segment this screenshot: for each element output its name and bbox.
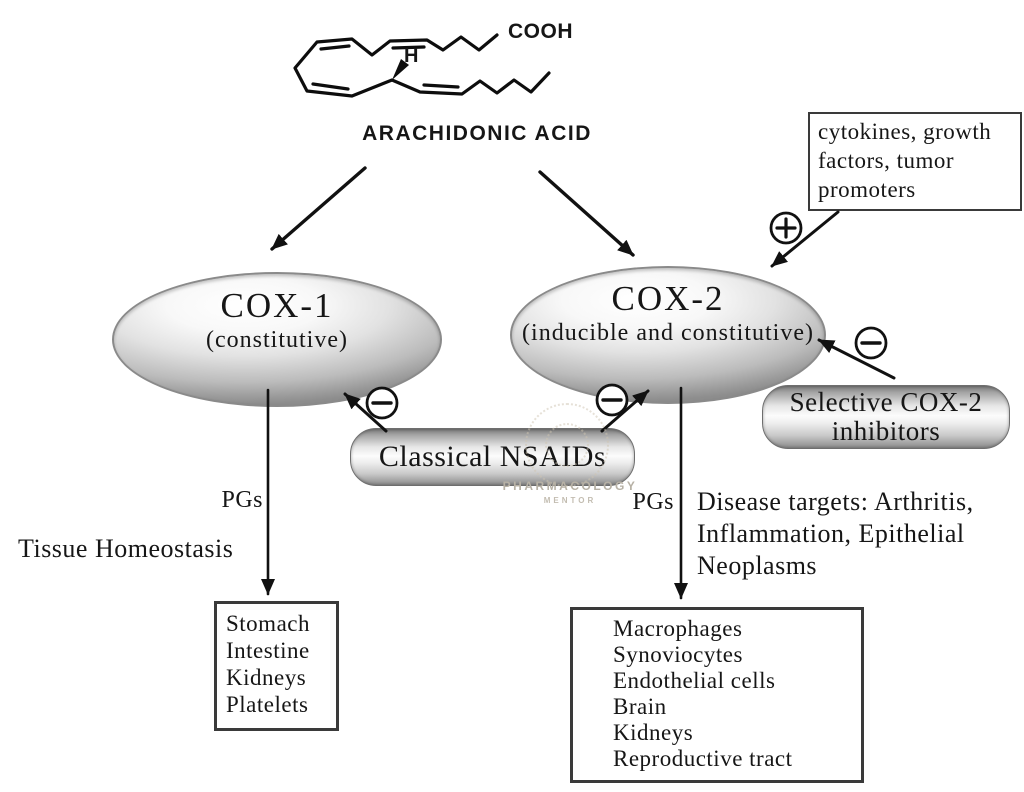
list-item: Intestine	[226, 638, 310, 663]
disease-targets-label: Disease targets: Arthritis, Inflammation…	[697, 486, 1023, 582]
arachidonic-acid-structure	[293, 33, 551, 98]
cox1-subtitle: (constitutive)	[206, 327, 348, 353]
cytokines-box-line: cytokines, growth	[818, 119, 992, 144]
stereo-wedge-bond	[392, 59, 409, 80]
cox1-ellipse: COX-1 (constitutive)	[112, 272, 442, 407]
list-item: Brain	[613, 694, 667, 719]
minus-circle-icon-nsaids-right	[595, 383, 629, 417]
disease-target-box: Macrophages Synoviocytes Endothelial cel…	[570, 607, 864, 783]
list-item: Reproductive tract	[613, 746, 793, 771]
disease-targets-line: Disease targets: Arthritis,	[697, 487, 974, 516]
arrow-nsaids-to-cox2	[600, 389, 650, 433]
tissue-homeostasis-label: Tissue Homeostasis	[18, 534, 234, 563]
disease-targets-line: Neoplasms	[697, 551, 818, 580]
arachidonic-acid-title: ARACHIDONIC ACID	[362, 122, 592, 145]
arrow-nsaids-to-cox1	[343, 392, 388, 433]
arrow-selective-to-cox2	[817, 338, 896, 380]
disease-targets-line: Inflammation, Epithelial	[697, 519, 965, 548]
list-item: Synoviocytes	[613, 642, 743, 667]
cox2-title: COX-2	[611, 279, 725, 318]
cox2-subtitle: (inducible and constitutive)	[522, 320, 814, 346]
minus-circle-icon-selective	[854, 326, 888, 360]
list-item: Kidneys	[226, 665, 307, 690]
plus-circle-icon	[769, 211, 803, 245]
list-item: Platelets	[226, 692, 309, 717]
cox1-title: COX-1	[220, 286, 334, 325]
pgs-left-label: PGs	[221, 487, 263, 513]
list-item: Kidneys	[613, 720, 694, 745]
list-item: Endothelial cells	[613, 668, 776, 693]
cooh-label: COOH	[508, 20, 573, 43]
homeostasis-target-box: Stomach Intestine Kidneys Platelets	[214, 601, 339, 731]
selective-cox2-line: Selective COX-2	[789, 387, 983, 417]
cytokines-box-line: promoters	[818, 177, 916, 202]
pgs-right-label: PGs	[632, 489, 674, 515]
minus-circle-icon-nsaids-left	[365, 386, 399, 420]
classical-nsaids-label: Classical NSAIDs	[378, 440, 607, 473]
cox2-ellipse: COX-2 (inducible and constitutive)	[510, 266, 826, 404]
arrow-aa-to-cox1	[270, 166, 367, 251]
cytokines-box-line: factors, tumor	[818, 148, 955, 173]
list-item: Macrophages	[613, 616, 743, 641]
list-item: Stomach	[226, 611, 310, 636]
arrow-cytokines-to-cox2	[770, 210, 840, 268]
arrow-aa-to-cox2	[538, 170, 635, 257]
cytokines-box: cytokines, growth factors, tumor promote…	[808, 112, 1022, 211]
selective-cox2-line: inhibitors	[831, 416, 941, 446]
selective-cox2-inhibitors-pill: Selective COX-2 inhibitors	[762, 385, 1010, 449]
stereo-hydrogen-label: H	[404, 45, 419, 67]
